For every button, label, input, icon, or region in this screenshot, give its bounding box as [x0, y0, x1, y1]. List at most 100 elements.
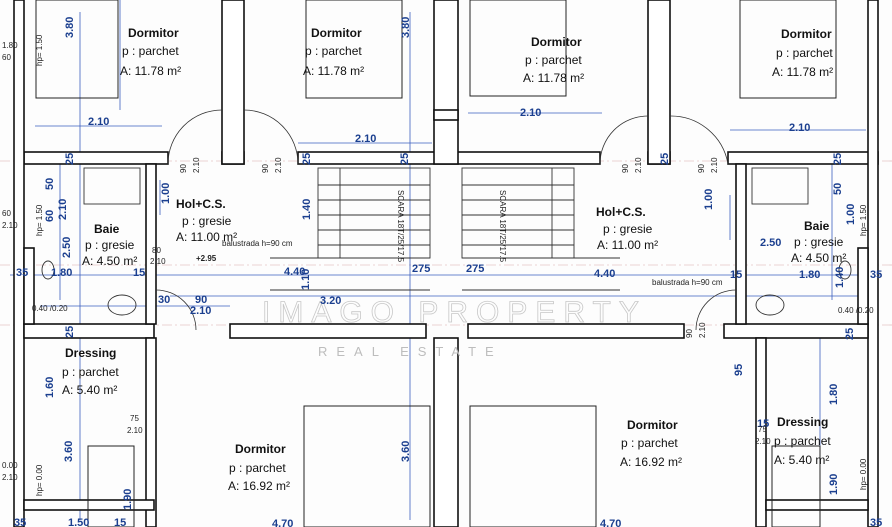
dimension-labels: 3.80 3.80 2.10 2.10 2.10 2.10 25 25 25 2…: [14, 17, 882, 527]
svg-text:4.70: 4.70: [600, 518, 621, 527]
svg-text:A: 5.40 m²: A: 5.40 m²: [774, 453, 829, 467]
svg-text:90: 90: [621, 164, 630, 173]
svg-text:0.40 /0.20: 0.40 /0.20: [838, 306, 874, 315]
svg-text:90: 90: [195, 294, 207, 306]
svg-text:2.10: 2.10: [520, 107, 541, 119]
svg-text:2.10: 2.10: [2, 473, 18, 482]
svg-text:95: 95: [733, 364, 745, 376]
svg-text:p : gresie: p : gresie: [85, 238, 135, 252]
svg-text:4.40: 4.40: [284, 266, 305, 278]
svg-text:35: 35: [870, 269, 882, 281]
svg-text:25: 25: [844, 328, 856, 340]
room-dormitor-bottom-left: Dormitor p : parchet A: 16.92 m²: [228, 442, 290, 493]
svg-text:+2.95: +2.95: [196, 254, 217, 263]
svg-text:1.80: 1.80: [51, 267, 72, 279]
svg-text:0.40 /0.20: 0.40 /0.20: [32, 304, 68, 313]
svg-text:1.90: 1.90: [122, 489, 134, 510]
svg-text:25: 25: [64, 326, 76, 338]
svg-text:1.10: 1.10: [300, 269, 312, 290]
svg-text:60: 60: [44, 210, 56, 222]
svg-text:80: 80: [152, 246, 161, 255]
svg-text:15: 15: [114, 517, 126, 527]
svg-text:275: 275: [412, 263, 430, 275]
svg-text:2.50: 2.50: [760, 237, 781, 249]
svg-text:SCARA 18T/25/17.5: SCARA 18T/25/17.5: [396, 190, 405, 263]
svg-text:25: 25: [399, 153, 411, 165]
svg-text:3.20: 3.20: [320, 295, 341, 307]
svg-text:Dressing: Dressing: [65, 346, 116, 360]
room-dormitor-top-center: Dormitor p : parchet A: 11.78 m²: [303, 26, 364, 78]
svg-text:1.40: 1.40: [301, 199, 313, 220]
svg-text:25: 25: [659, 153, 671, 165]
svg-text:0.00: 0.00: [2, 461, 18, 470]
room-dressing-left: Dressing p : parchet A: 5.40 m²: [62, 346, 119, 397]
svg-text:60: 60: [2, 209, 11, 218]
svg-text:A: 11.78 m²: A: 11.78 m²: [772, 65, 833, 79]
svg-text:3.80: 3.80: [400, 17, 412, 38]
svg-text:p : parchet: p : parchet: [229, 461, 286, 475]
svg-text:1.50: 1.50: [68, 517, 89, 527]
fixtures: [41, 167, 852, 316]
svg-text:Hol+C.S.: Hol+C.S.: [596, 205, 646, 219]
svg-text:hp= 1.50: hp= 1.50: [35, 204, 44, 236]
svg-text:SCARA 18T/25/17.5: SCARA 18T/25/17.5: [498, 190, 507, 263]
svg-text:p : gresie: p : gresie: [794, 235, 844, 249]
room-dressing-right: Dressing p : parchet A: 5.40 m²: [774, 415, 831, 467]
svg-text:2.10: 2.10: [192, 157, 201, 173]
svg-text:A: 16.92 m²: A: 16.92 m²: [228, 479, 290, 493]
svg-text:A: 11.00 m²: A: 11.00 m²: [176, 230, 237, 244]
svg-text:Baie: Baie: [94, 222, 120, 236]
svg-text:25: 25: [301, 153, 313, 165]
svg-text:30: 30: [158, 294, 170, 306]
svg-text:1.90: 1.90: [828, 474, 840, 495]
svg-text:35: 35: [870, 517, 882, 527]
svg-text:2.10: 2.10: [274, 157, 283, 173]
svg-text:p : gresie: p : gresie: [603, 222, 653, 236]
watermark-sub: REAL ESTATE: [318, 344, 503, 359]
svg-text:balustrada h=90 cm: balustrada h=90 cm: [652, 278, 723, 287]
svg-text:90: 90: [685, 329, 694, 338]
svg-text:A: 4.50 m²: A: 4.50 m²: [82, 254, 137, 268]
room-dormitor-top-left: Dormitor p : parchet A: 11.78 m²: [120, 26, 181, 78]
svg-text:90: 90: [261, 164, 270, 173]
svg-text:50: 50: [832, 183, 844, 195]
svg-text:2.10: 2.10: [355, 133, 376, 145]
watermark-main: IMAGO PROPERTY: [262, 296, 647, 329]
svg-text:1.00: 1.00: [703, 189, 715, 210]
svg-text:2.10: 2.10: [88, 116, 109, 128]
small-dimension-labels: 1.80 60 hp= 1.50 60 2.10 hp= 1.50 hp= 1.…: [2, 34, 874, 496]
stairs: [270, 167, 620, 291]
svg-text:A: 11.00 m²: A: 11.00 m²: [597, 238, 658, 252]
svg-text:2.10: 2.10: [127, 426, 143, 435]
svg-text:p : parchet: p : parchet: [62, 365, 119, 379]
svg-text:25: 25: [64, 153, 76, 165]
svg-text:A: 11.78 m²: A: 11.78 m²: [523, 71, 584, 85]
svg-text:A: 16.92 m²: A: 16.92 m²: [620, 455, 682, 469]
svg-text:90: 90: [697, 164, 706, 173]
svg-text:75: 75: [130, 414, 139, 423]
svg-text:p : parchet: p : parchet: [122, 44, 179, 58]
svg-text:balustrada h=90 cm: balustrada h=90 cm: [222, 239, 293, 248]
svg-text:1.80: 1.80: [799, 269, 820, 281]
svg-text:2.10: 2.10: [2, 221, 18, 230]
room-hol-left: Hol+C.S. p : gresie A: 11.00 m²: [176, 197, 237, 244]
svg-text:15: 15: [133, 267, 145, 279]
svg-text:4.70: 4.70: [272, 518, 293, 527]
svg-text:275: 275: [466, 263, 484, 275]
svg-text:2.10: 2.10: [190, 305, 211, 317]
svg-text:2.10: 2.10: [57, 199, 69, 220]
svg-text:2.10: 2.10: [634, 157, 643, 173]
room-dormitor-bottom-right: Dormitor p : parchet A: 16.92 m²: [620, 418, 682, 469]
walls: [13, 0, 879, 527]
svg-text:2.10: 2.10: [710, 157, 719, 173]
svg-text:3.60: 3.60: [400, 441, 412, 462]
room-hol-right: Hol+C.S. p : gresie A: 11.00 m²: [596, 205, 658, 252]
room-dormitor-top-right: Dormitor p : parchet A: 11.78 m²: [772, 27, 833, 79]
svg-text:p : parchet: p : parchet: [525, 53, 582, 67]
svg-text:Dormitor: Dormitor: [627, 418, 678, 432]
doors: [155, 109, 737, 331]
beds: [35, 0, 837, 527]
svg-text:hp= 1.50: hp= 1.50: [859, 204, 868, 236]
svg-text:Dormitor: Dormitor: [531, 35, 582, 49]
